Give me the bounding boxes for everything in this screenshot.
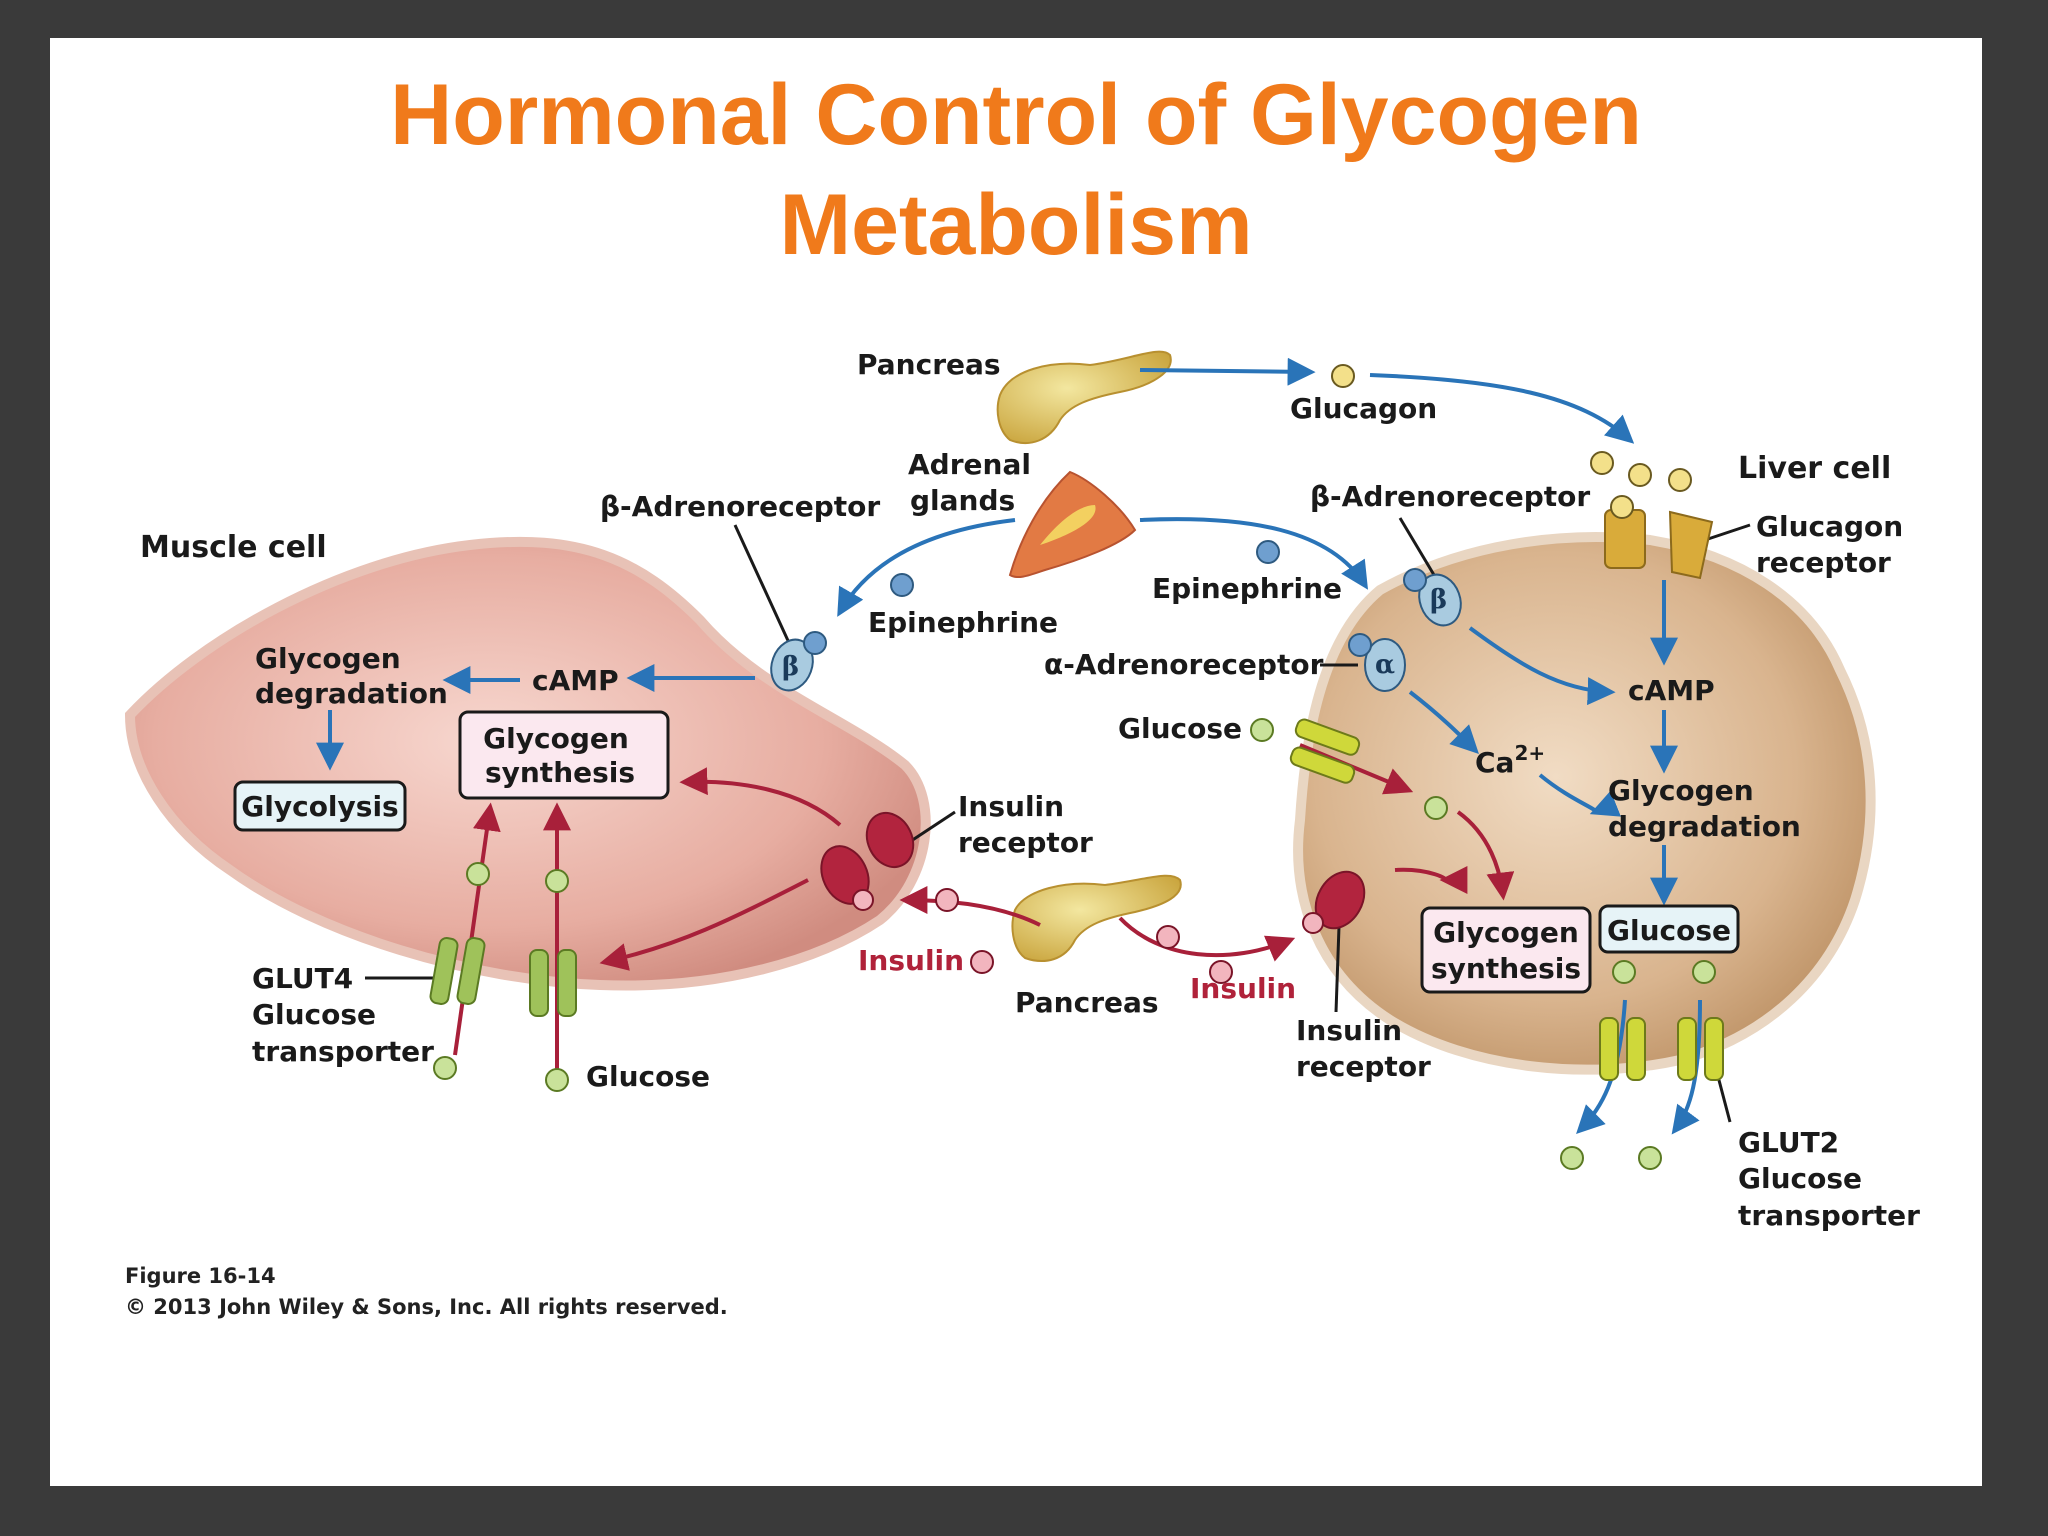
label-camp-muscle: cAMP (532, 664, 619, 697)
leader-glucagon-receptor (1704, 523, 1751, 542)
label-glut2-line2: Glucose (1738, 1162, 1862, 1195)
label-glut4-line3: transporter (252, 1035, 434, 1068)
glut4-transporter-1 (429, 937, 486, 1005)
label-glucose-liver-in: Glucose (1118, 712, 1242, 745)
label-glut4-line1: GLUT4 (252, 962, 353, 995)
label-beta-adrenoreceptor-left: β-Adrenoreceptor (600, 490, 880, 523)
label-beta-adrenoreceptor-right: β-Adrenoreceptor (1310, 480, 1590, 513)
glycogen-synthesis-liver-line1: Glycogen (1433, 916, 1579, 949)
label-glycogen-degradation-liver-line2: degradation (1608, 810, 1801, 843)
arrow-pancreas-to-glucagon (1139, 357, 1316, 386)
pancreas-top-illustration (996, 350, 1172, 445)
arrow-pancreas-insulin-right (1118, 916, 1296, 962)
label-glycogen-degradation-muscle-line2: degradation (255, 677, 448, 710)
glucagon-receptor-shape (1604, 509, 1714, 580)
glucose-liver-box-label: Glucose (1607, 914, 1731, 947)
glut2-transporter-1 (1599, 1017, 1646, 1081)
beta-symbol-muscle: β (782, 652, 799, 682)
label-glut2-line3: transporter (1738, 1199, 1920, 1232)
label-alpha-adrenoreceptor: α-Adrenoreceptor (1044, 648, 1324, 681)
leader-insulin-receptor-muscle (907, 810, 956, 845)
label-glucose-muscle: Glucose (586, 1060, 710, 1093)
title-line-1: Hormonal Control of Glycogen (390, 67, 1642, 163)
label-glycogen-degradation-liver-line1: Glycogen (1608, 774, 1754, 807)
glucose-molecules (433, 718, 1716, 1170)
alpha-adrenoreceptor-liver: α (1348, 633, 1406, 692)
arrow-glucagon-to-liver (1369, 373, 1635, 444)
adrenal-medulla (1040, 505, 1096, 545)
arrow-beta-to-camp-liver (1468, 626, 1616, 706)
label-glut4-line2: Glucose (252, 998, 376, 1031)
label-insulin-receptor-muscle-line1: Insulin (958, 790, 1064, 823)
liver-glucose-transporter (1289, 718, 1361, 784)
label-adrenal-line1: Adrenal (908, 448, 1031, 481)
copyright-notice: © 2013 John Wiley & Sons, Inc. All right… (125, 1295, 728, 1319)
label-pancreas-top: Pancreas (857, 348, 1001, 381)
label-glucagon-receptor-line2: receptor (1756, 546, 1891, 579)
glycogen-synthesis-liver-box: Glycogen synthesis (1420, 906, 1592, 994)
epinephrine-molecules (890, 540, 1280, 597)
pancreas-bottom-illustration (1011, 874, 1182, 962)
leader-beta-right (1398, 517, 1442, 586)
label-insulin-right: Insulin (1190, 972, 1296, 1005)
leader-beta-left (733, 524, 792, 646)
arrow-pancreas-insulin-left (899, 886, 1041, 927)
arrow-ca-to-degradation (1538, 773, 1622, 817)
glycogen-synthesis-muscle-box: Glycogen synthesis (458, 710, 670, 800)
glucagon-molecules (1331, 364, 1692, 519)
label-pancreas-bottom: Pancreas (1015, 986, 1159, 1019)
alpha-symbol: α (1375, 650, 1395, 680)
arrow-adrenal-to-muscle (837, 518, 1016, 617)
label-liver-cell: Liver cell (1738, 451, 1891, 486)
label-insulin-receptor-liver-line1: Insulin (1296, 1014, 1402, 1047)
arrow-adrenal-to-liver (1139, 517, 1369, 590)
title-line-2: Metabolism (779, 177, 1253, 273)
glucose-liver-box: Glucose (1598, 904, 1740, 954)
label-insulin-receptor-muscle-line2: receptor (958, 826, 1093, 859)
beta-adrenoreceptor-liver: β (1403, 568, 1462, 627)
arrow-glucose-into-liver (1299, 743, 1414, 795)
glycogen-synthesis-muscle-line2: synthesis (485, 756, 635, 789)
label-adrenal-line2: glands (910, 484, 1015, 517)
insulin-molecules (852, 888, 1324, 984)
arrow-insulin-receptor-to-glut4 (599, 878, 809, 971)
label-camp-liver: cAMP (1628, 674, 1715, 707)
glut2-transporter-2 (1677, 1017, 1724, 1081)
insulin-receptor-liver-shape (1314, 870, 1366, 930)
label-insulin-receptor-liver-line2: receptor (1296, 1050, 1431, 1083)
glycogen-synthesis-liver-line2: synthesis (1431, 952, 1581, 985)
label-glycogen-degradation-muscle-line1: Glycogen (255, 642, 401, 675)
arrow-glucose-out-1 (1576, 999, 1627, 1134)
label-epinephrine-left: Epinephrine (868, 606, 1058, 639)
label-insulin-left: Insulin (858, 944, 964, 977)
figure-number: Figure 16-14 (125, 1264, 276, 1288)
label-glut2-line1: GLUT2 (1738, 1126, 1839, 1159)
glut4-transporter-2 (529, 949, 577, 1017)
label-epinephrine-right: Epinephrine (1152, 572, 1342, 605)
label-muscle-cell: Muscle cell (140, 530, 327, 565)
beta-symbol-liver: β (1430, 585, 1447, 615)
glycolysis-box: Glycolysis (233, 780, 407, 832)
label-glucagon-receptor-line1: Glucagon (1756, 510, 1903, 543)
beta-adrenoreceptor-muscle: β (770, 631, 827, 692)
glycogen-synthesis-muscle-line1: Glycogen (483, 722, 629, 755)
arrow-insulin-receptor-to-synthesis-liver (1394, 865, 1468, 894)
page-title: Hormonal Control of Glycogen Metabolism (50, 60, 1982, 280)
arrow-glucose-out-2 (1671, 999, 1702, 1135)
arrow-insulin-receptor-to-synthesis-muscle (679, 767, 842, 827)
arrow-glut4-glucose-1 (453, 802, 501, 1056)
label-calcium: Ca2+ (1475, 741, 1545, 779)
arrow-glucose-to-synthesis-liver (1456, 810, 1515, 901)
label-glucagon: Glucagon (1290, 392, 1437, 425)
arrow-alpha-to-ca (1408, 690, 1479, 754)
glycolysis-label: Glycolysis (241, 790, 398, 823)
